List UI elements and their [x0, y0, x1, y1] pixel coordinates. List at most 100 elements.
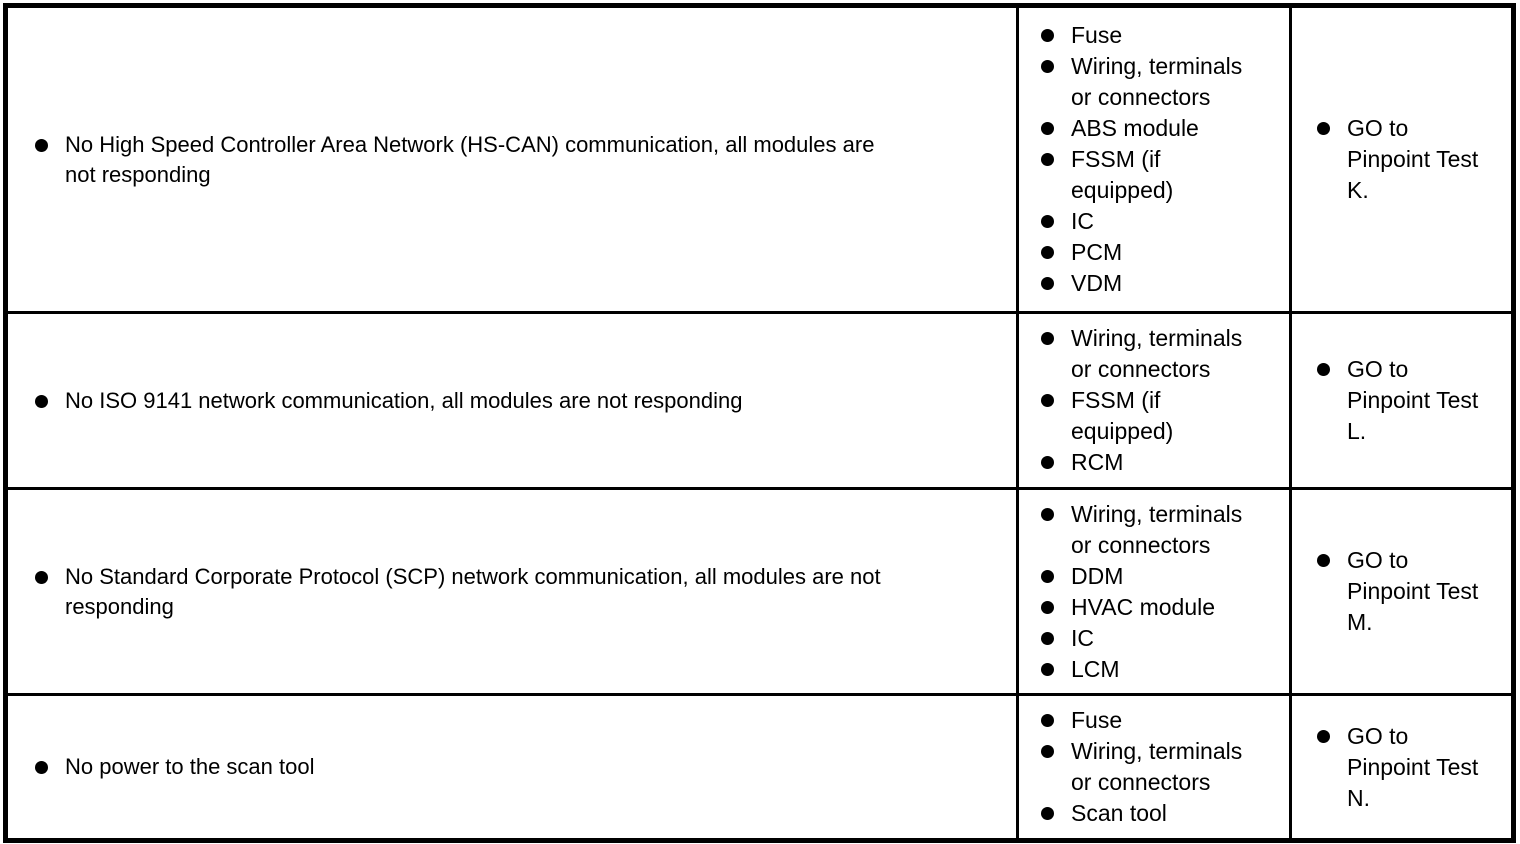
bullet-icon: [1041, 714, 1054, 727]
bullet-icon: [1041, 277, 1054, 290]
action-cell: GO to Pinpoint Test K.: [1289, 4, 1515, 314]
possible-source-item-label: Wiring, terminals or connectors: [1071, 325, 1243, 382]
action-item: GO to Pinpoint Test N.: [1317, 721, 1511, 814]
possible-source-item: Wiring, terminals or connectors: [1041, 736, 1288, 798]
action-item: GO to Pinpoint Test L.: [1317, 354, 1511, 447]
possible-source-item: Scan tool: [1041, 798, 1288, 829]
possible-source-item-label: ABS module: [1071, 115, 1199, 141]
action-cell-list: GO to Pinpoint Test K.: [1317, 113, 1511, 206]
bullet-icon: [1041, 631, 1054, 645]
action-cell-list: GO to Pinpoint Test N.: [1317, 721, 1511, 814]
action-cell: GO to Pinpoint Test L.: [1289, 311, 1515, 490]
symptom-cell-list: No power to the scan tool: [35, 752, 1015, 782]
symptom-item: No Standard Corporate Protocol (SCP) net…: [35, 562, 1015, 622]
action-cell-list: GO to Pinpoint Test L.: [1317, 354, 1511, 447]
possible-source-item: VDM: [1041, 268, 1288, 299]
table-row: No ISO 9141 network communication, all m…: [4, 311, 1515, 490]
action-item: GO to Pinpoint Test K.: [1317, 113, 1511, 206]
symptom-cell-list: No High Speed Controller Area Network (H…: [35, 130, 1015, 190]
possible-source-item: IC: [1041, 623, 1288, 654]
possible-source-item: PCM: [1041, 237, 1288, 268]
action-item-label: GO to Pinpoint Test N.: [1347, 722, 1479, 811]
possible-source-item-label: Wiring, terminals or connectors: [1071, 738, 1243, 795]
bullet-icon: [1041, 745, 1054, 758]
symptom-item-label: No power to the scan tool: [65, 754, 315, 779]
possible-source-item: IC: [1041, 206, 1288, 237]
symptom-item-label: No High Speed Controller Area Network (H…: [65, 131, 875, 187]
bullet-icon: [1041, 332, 1054, 345]
possible-source-item-label: IC: [1071, 624, 1094, 651]
symptom-cell-list: No ISO 9141 network communication, all m…: [35, 386, 1015, 416]
possible-source-item: FSSM (if equipped): [1041, 144, 1288, 206]
bullet-icon: [1041, 122, 1054, 135]
possible-source-item: LCM: [1041, 654, 1288, 685]
possible-source-item-label: Scan tool: [1071, 800, 1167, 826]
possible-source-item: FSSM (if equipped): [1041, 385, 1288, 447]
bullet-icon: [1041, 394, 1054, 407]
possible-source-item: Fuse: [1041, 20, 1288, 51]
bullet-icon: [1317, 729, 1330, 743]
action-item: GO to Pinpoint Test M.: [1317, 545, 1511, 638]
possible-source-item-label: PCM: [1071, 239, 1123, 265]
symptom-cell: No power to the scan tool: [4, 693, 1019, 842]
possible-source-item: Wiring, terminals or connectors: [1041, 51, 1288, 113]
possible-source-item-label: DDM: [1071, 562, 1124, 589]
table-row: No High Speed Controller Area Network (H…: [4, 4, 1515, 314]
bullet-icon: [35, 570, 48, 584]
possible-source-item-label: Fuse: [1071, 707, 1123, 733]
bullet-icon: [1041, 807, 1054, 820]
possible-source-item: DDM: [1041, 561, 1288, 592]
possible-source-item: Fuse: [1041, 705, 1288, 736]
bullet-icon: [1041, 153, 1054, 166]
bullet-icon: [1317, 122, 1330, 135]
symptom-item-label: No Standard Corporate Protocol (SCP) net…: [65, 563, 881, 619]
symptom-cell: No High Speed Controller Area Network (H…: [4, 4, 1019, 314]
symptom-chart-table: No High Speed Controller Area Network (H…: [3, 3, 1516, 843]
bullet-icon: [1041, 246, 1054, 259]
possible-source-item: Wiring, terminals or connectors: [1041, 323, 1288, 385]
action-item-label: GO to Pinpoint Test K.: [1347, 115, 1479, 203]
possible-source-item-label: IC: [1071, 208, 1094, 234]
action-cell-list: GO to Pinpoint Test M.: [1317, 545, 1511, 638]
symptom-item: No power to the scan tool: [35, 752, 1015, 782]
bullet-icon: [1041, 600, 1054, 614]
bullet-icon: [35, 138, 48, 152]
possible-source-item-label: FSSM (if equipped): [1071, 387, 1174, 444]
possible-source-item: Wiring, terminals or connectors: [1041, 499, 1288, 561]
bullet-icon: [35, 394, 48, 408]
possible-source-item: RCM: [1041, 447, 1288, 478]
symptom-cell: No Standard Corporate Protocol (SCP) net…: [4, 487, 1019, 696]
possible-source-item-label: VDM: [1071, 270, 1123, 296]
bullet-icon: [1317, 363, 1330, 376]
symptom-cell: No ISO 9141 network communication, all m…: [4, 311, 1019, 490]
action-item-label: GO to Pinpoint Test L.: [1347, 356, 1479, 444]
action-item-label: GO to Pinpoint Test M.: [1347, 547, 1479, 635]
symptom-table-body: No High Speed Controller Area Network (H…: [4, 4, 1515, 842]
possible-source-item: ABS module: [1041, 113, 1288, 144]
bullet-icon: [1041, 456, 1054, 469]
symptom-item: No High Speed Controller Area Network (H…: [35, 130, 1015, 190]
possible-source-item-label: Fuse: [1071, 22, 1123, 48]
bullet-icon: [35, 761, 48, 774]
bullet-icon: [1041, 215, 1054, 228]
bullet-icon: [1041, 507, 1054, 521]
table-row: No Standard Corporate Protocol (SCP) net…: [4, 487, 1515, 696]
possible-source-item: HVAC module: [1041, 592, 1288, 623]
bullet-icon: [1317, 554, 1330, 567]
possible-source-item-label: HVAC module: [1071, 593, 1216, 620]
possible-source-item-label: RCM: [1071, 449, 1124, 475]
action-cell: GO to Pinpoint Test M.: [1289, 487, 1515, 696]
symptom-item: No ISO 9141 network communication, all m…: [35, 386, 1015, 416]
bullet-icon: [1041, 569, 1054, 583]
symptom-item-label: No ISO 9141 network communication, all m…: [65, 387, 743, 413]
bullet-icon: [1041, 662, 1054, 676]
